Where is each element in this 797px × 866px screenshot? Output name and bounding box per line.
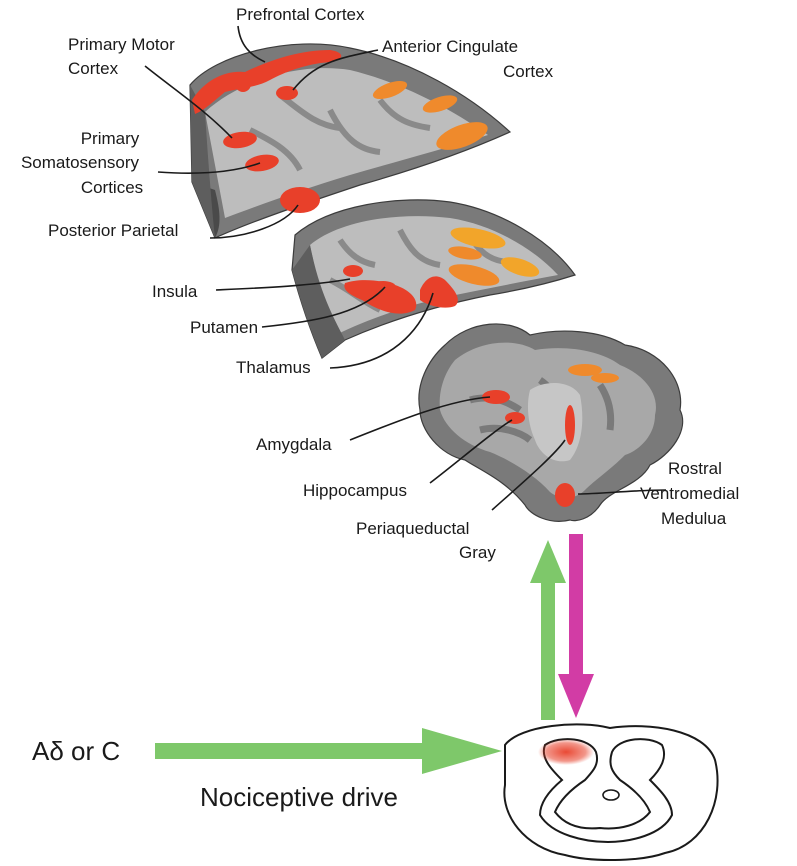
dorsal-horn-activation — [538, 739, 594, 765]
label-hippocampus: Hippocampus — [303, 481, 407, 500]
label-putamen: Putamen — [190, 318, 258, 337]
label-anterior-cingulate-line2: Cortex — [503, 62, 554, 81]
label-posterior-parietal: Posterior Parietal — [48, 221, 178, 240]
label-anterior-cingulate-line1: Anterior Cingulate — [382, 37, 518, 56]
label-prefrontal-cortex: Prefrontal Cortex — [236, 5, 365, 24]
label-rvm-line2: Ventromedial — [640, 484, 739, 503]
label-somatosensory-line1: Primary — [81, 129, 140, 148]
label-rvm-line1: Rostral — [668, 459, 722, 478]
label-fiber-input: Aδ or C — [32, 736, 120, 766]
ascending-arrow — [530, 540, 566, 720]
label-periaqueductal-line1: Periaqueductal — [356, 519, 469, 538]
label-primary-motor-line1: Primary Motor — [68, 35, 175, 54]
subcortical-activations — [343, 227, 540, 314]
spinal-cord-cross-section — [503, 723, 719, 862]
labels: Prefrontal Cortex Primary Motor Cortex A… — [21, 5, 739, 812]
label-somatosensory-line2: Somatosensory — [21, 153, 140, 172]
label-primary-motor-line2: Cortex — [68, 59, 119, 78]
label-thalamus: Thalamus — [236, 358, 311, 377]
leader-lines — [144, 25, 667, 511]
label-rvm-line3: Medulua — [661, 509, 727, 528]
label-somatosensory-line3: Cortices — [81, 178, 143, 197]
label-amygdala: Amygdala — [256, 435, 332, 454]
brainstem-activations — [482, 364, 619, 507]
label-nociceptive-drive: Nociceptive drive — [200, 782, 398, 812]
cortical-slice — [189, 43, 512, 239]
label-insula: Insula — [152, 282, 198, 301]
nociceptive-input-arrow — [155, 728, 502, 774]
label-periaqueductal-line2: Gray — [459, 543, 496, 562]
descending-arrow — [558, 534, 594, 718]
